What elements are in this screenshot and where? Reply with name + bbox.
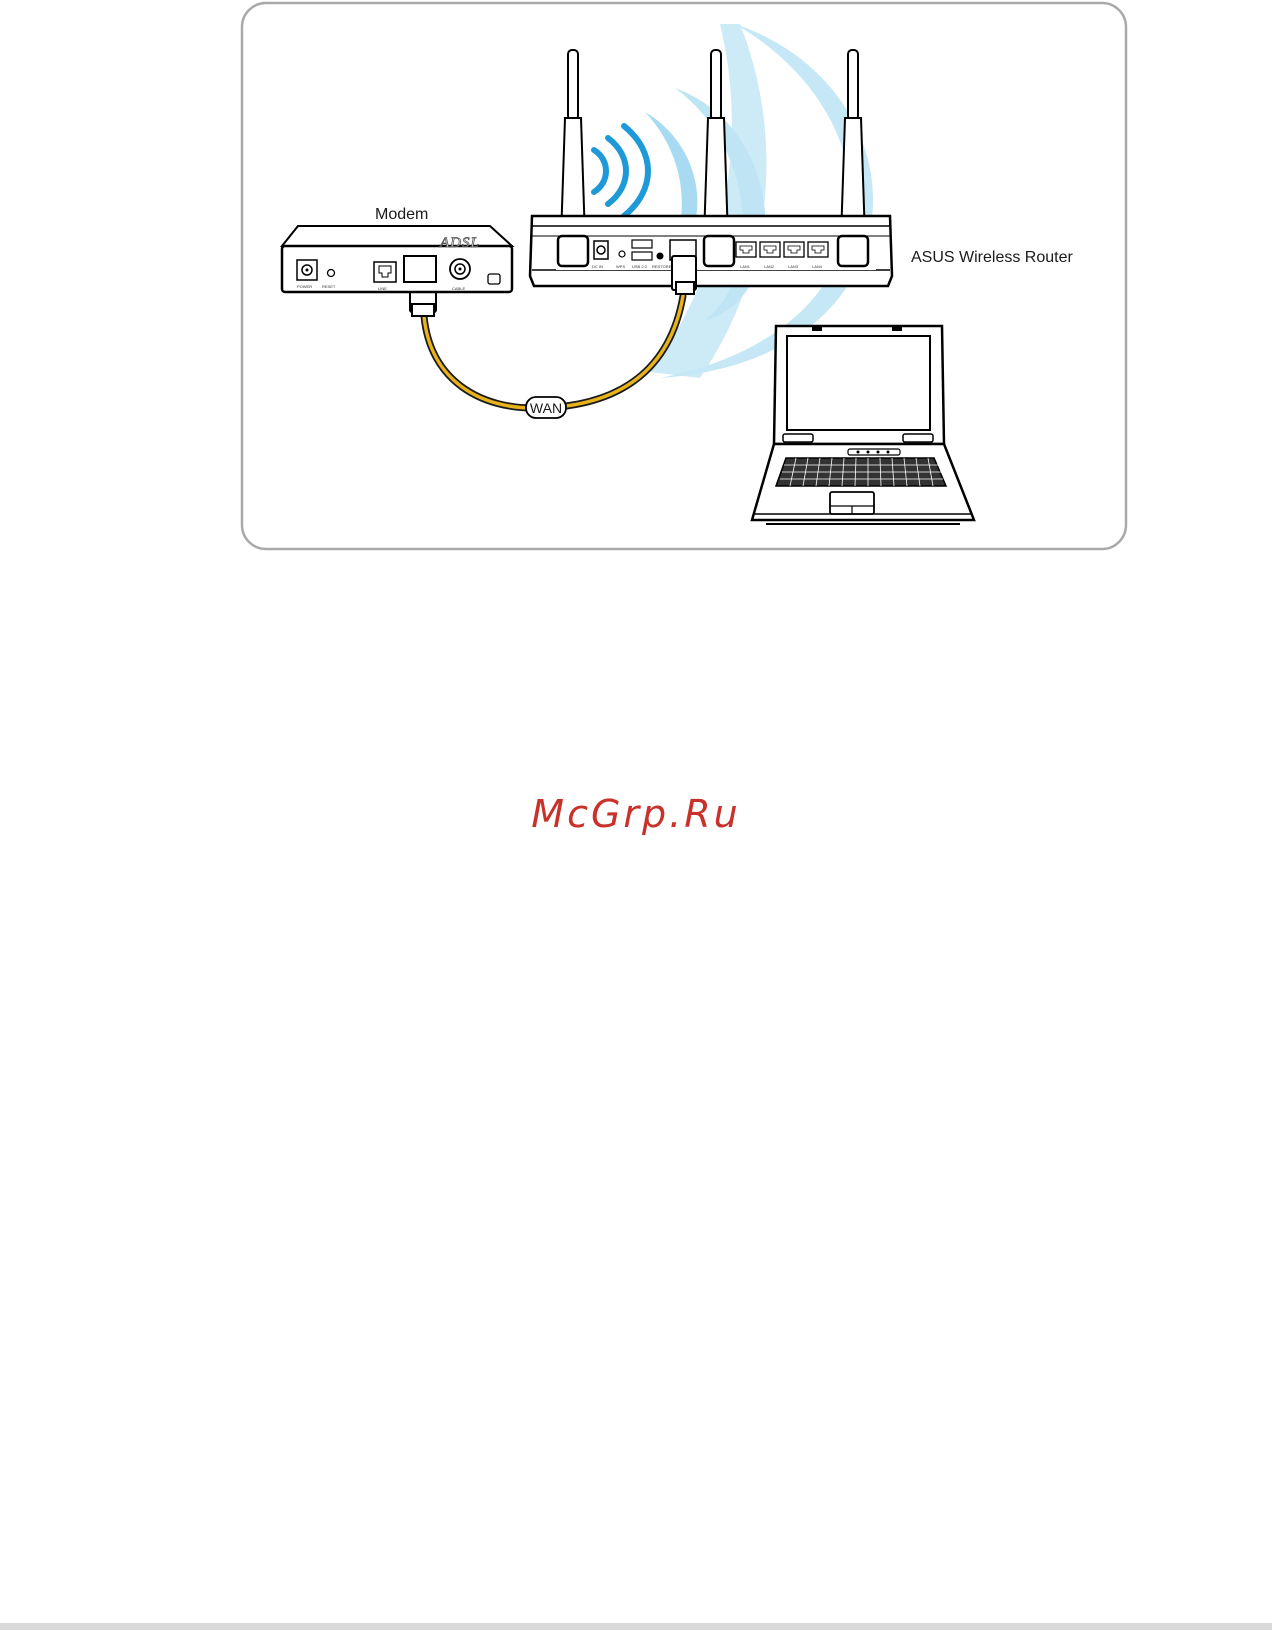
- usb-port: [632, 240, 652, 248]
- usb-label: USB 2.0: [632, 264, 648, 269]
- modem-line-port: [374, 262, 396, 282]
- restore-label: RESTORE: [652, 264, 672, 269]
- modem-cable-label: CABLE: [452, 286, 465, 291]
- wan-label: WAN: [530, 400, 562, 416]
- modem-power-label: POWER: [297, 284, 312, 289]
- dc-in-label: DC IN: [592, 264, 603, 269]
- wps-label: WPS: [616, 264, 625, 269]
- modem-label: Modem: [375, 206, 428, 223]
- lan3-label: LAN3: [788, 264, 799, 269]
- modem-brand-logo: ADSL: [439, 235, 480, 251]
- lan1-label: LAN1: [740, 264, 751, 269]
- modem-reset-label: RESET: [322, 284, 336, 289]
- restore-button: [657, 253, 664, 260]
- laptop-icon: [752, 326, 974, 524]
- dc-in-port: [594, 241, 608, 259]
- modem-indicator: [488, 274, 500, 284]
- router-label: ASUS Wireless Router: [911, 249, 1073, 266]
- lan2-label: LAN2: [764, 264, 775, 269]
- usb-port: [632, 252, 652, 260]
- lan4-label: LAN4: [812, 264, 823, 269]
- modem: ADSL POWER RESET LINE CABLE: [282, 226, 512, 292]
- watermark-text: McGrp.Ru: [0, 792, 1272, 836]
- page-bottom-bar: [0, 1623, 1272, 1630]
- modem-ethernet-port: [404, 256, 436, 282]
- modem-line-label: LINE: [378, 286, 387, 291]
